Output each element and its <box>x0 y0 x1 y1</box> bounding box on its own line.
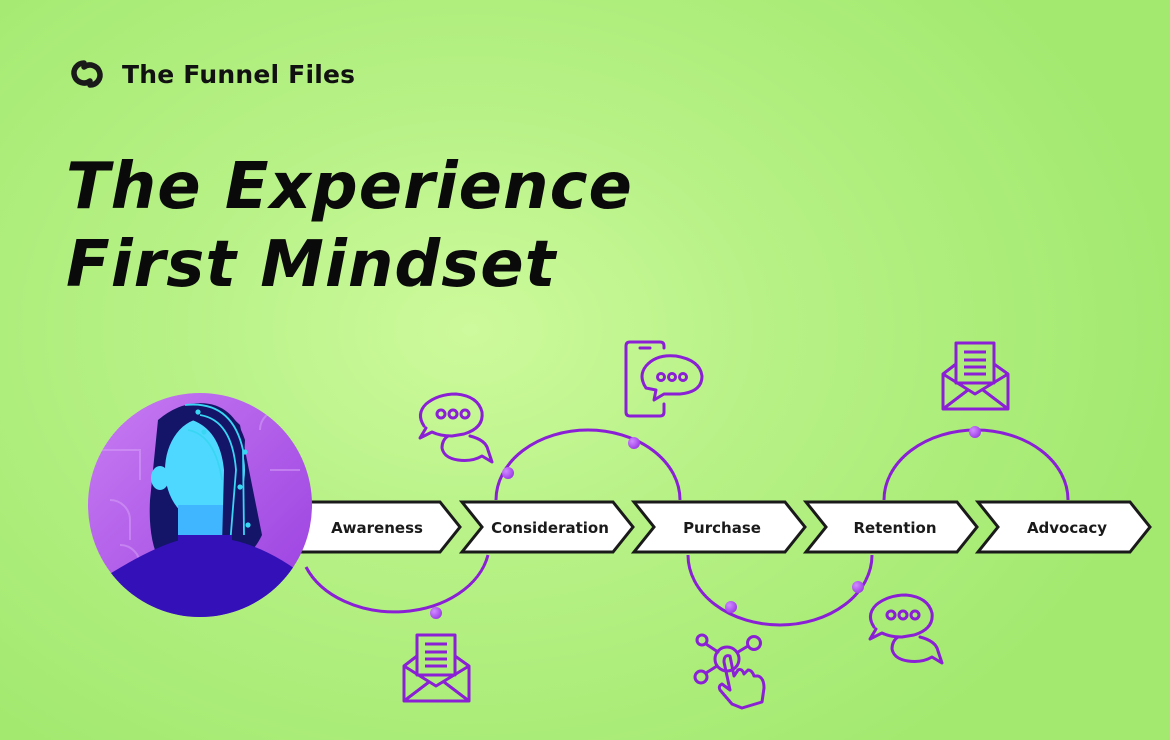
title-line-2: First Mindset <box>66 228 557 302</box>
journey-nodes <box>430 426 981 619</box>
envelope-letter-icon <box>941 341 1010 411</box>
link-rings-icon <box>71 60 103 88</box>
brand-name: The Funnel Files <box>122 59 356 89</box>
stage-consideration[interactable]: Consideration <box>458 500 635 554</box>
stage-label: Retention <box>853 519 936 537</box>
stage-label: Advocacy <box>1027 519 1107 537</box>
brand-header: The Funnel Files <box>64 54 355 94</box>
envelope-letter-icon <box>402 633 471 703</box>
stage-label: Purchase <box>683 519 761 537</box>
stage-purchase[interactable]: Purchase <box>630 500 807 554</box>
chat-bubbles-icon <box>418 392 494 464</box>
stage-label: Consideration <box>491 519 609 537</box>
chat-bubbles-icon <box>868 593 944 665</box>
stage-advocacy[interactable]: Advocacy <box>974 500 1152 554</box>
tap-network-icon <box>693 633 766 710</box>
stage-label: Awareness <box>331 519 423 537</box>
title-line-1: The Experience <box>66 150 633 224</box>
stage-awareness[interactable]: Awareness <box>288 500 462 554</box>
phone-chat-icon <box>624 340 704 418</box>
page-title: The Experience First Mindset <box>66 148 633 304</box>
avatar <box>88 393 312 617</box>
stage-retention[interactable]: Retention <box>802 500 979 554</box>
